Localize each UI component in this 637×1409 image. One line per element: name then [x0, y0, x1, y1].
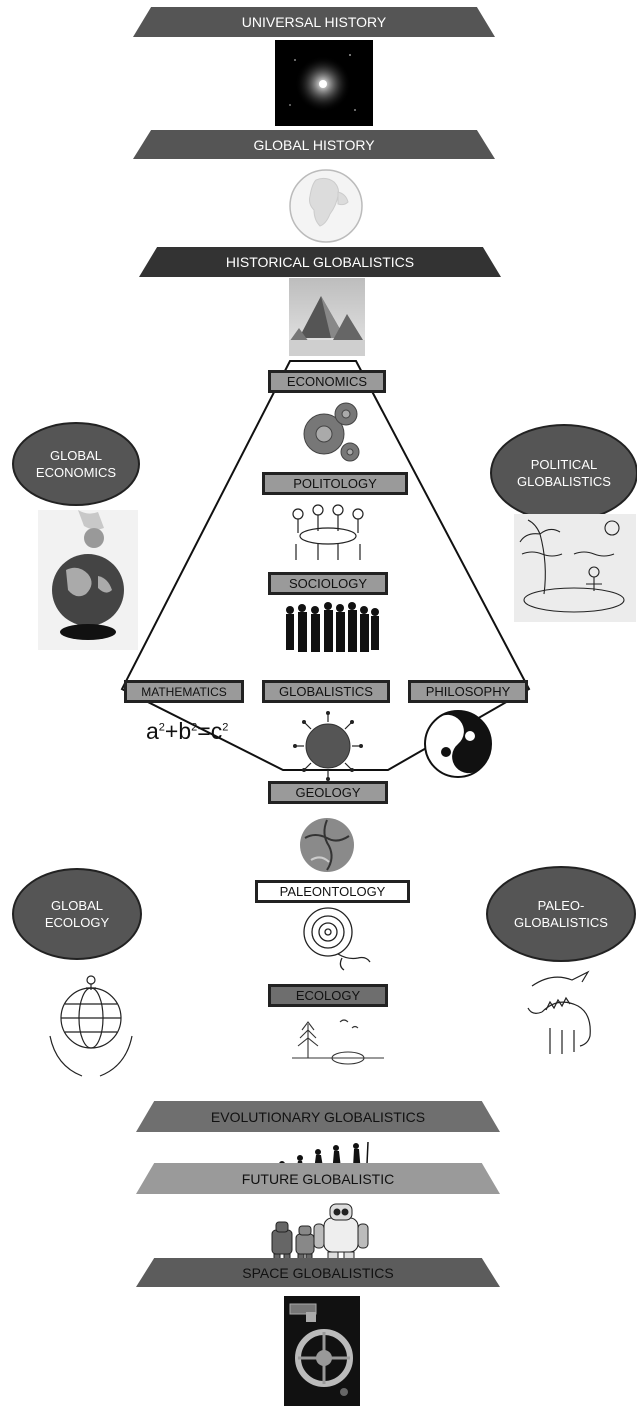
- broken-sphere-image: [300, 818, 354, 872]
- space-globalistics-band: SPACE GLOBALISTICS: [136, 1258, 500, 1287]
- sociology-label: SOCIOLOGY: [268, 572, 388, 595]
- dinosaur-sketch-image: [527, 970, 591, 1054]
- evolutionary-globalistics-band: EVOLUTIONARY GLOBALISTICS: [136, 1101, 500, 1132]
- ecosystem-sketch-image: [292, 1019, 384, 1065]
- global-history-label: GLOBAL HISTORY: [253, 136, 375, 153]
- piggy-bank-globe-image: [38, 510, 138, 650]
- ammonite-fossil-image: [303, 907, 371, 971]
- galaxy-image: [275, 40, 373, 126]
- pyramids-image: [289, 278, 365, 356]
- meeting-sketch-image: [292, 504, 364, 560]
- pythagorean-formula: a2+b2=c2: [146, 718, 228, 745]
- hands-holding-globe-image: [49, 975, 133, 1077]
- ecology-label: ECOLOGY: [268, 984, 388, 1007]
- geology-label: GEOLOGY: [268, 781, 388, 804]
- global-ecology-ellipse: GLOBAL ECOLOGY: [12, 868, 142, 960]
- globe-image: [289, 169, 363, 243]
- global-history-banner: GLOBAL HISTORY: [133, 130, 495, 159]
- politology-label: POLITOLOGY: [262, 472, 408, 495]
- formula-exp-b: 2: [191, 721, 198, 734]
- formula-plus: +: [164, 718, 179, 744]
- paleontology-label: PALEONTOLOGY: [255, 880, 410, 903]
- globalistics-label: GLOBALISTICS: [262, 680, 390, 703]
- philosophy-label: PHILOSOPHY: [408, 680, 528, 703]
- global-economics-ellipse: GLOBAL ECONOMICS: [12, 422, 140, 506]
- formula-exp-c: 2: [222, 721, 229, 734]
- historical-globalistics-label: HISTORICAL GLOBALISTICS: [225, 254, 415, 270]
- political-globalistics-ellipse: POLITICAL GLOBALISTICS: [490, 424, 637, 522]
- island-sketch-image: [514, 514, 636, 622]
- evolutionary-globalistics-label: EVOLUTIONARY GLOBALISTICS: [210, 1108, 426, 1125]
- formula-eq: =: [197, 718, 211, 744]
- future-globalistic-label: FUTURE GLOBALISTIC: [241, 1170, 395, 1187]
- historical-globalistics-banner: HISTORICAL GLOBALISTICS: [139, 247, 501, 277]
- gears-icon: [303, 402, 360, 462]
- space-station-image: [284, 1296, 360, 1406]
- economics-label: ECONOMICS: [268, 370, 386, 393]
- formula-exp-a: 2: [158, 721, 165, 734]
- formula-b: b: [178, 718, 192, 744]
- yin-yang-icon: [424, 710, 492, 778]
- paleo-globalistics-ellipse: PALEO- GLOBALISTICS: [486, 866, 636, 962]
- formula-c: c: [210, 718, 223, 744]
- universal-history-banner: UNIVERSAL HISTORY: [133, 7, 495, 37]
- mathematics-label: MATHEMATICS: [124, 680, 244, 703]
- globe-people-icon: [293, 711, 363, 781]
- space-globalistics-label: SPACE GLOBALISTICS: [242, 1264, 394, 1281]
- formula-a: a: [146, 718, 159, 744]
- universal-history-label: UNIVERSAL HISTORY: [241, 14, 387, 30]
- future-globalistic-band: FUTURE GLOBALISTIC: [136, 1163, 500, 1194]
- crowd-silhouette-image: [286, 602, 379, 652]
